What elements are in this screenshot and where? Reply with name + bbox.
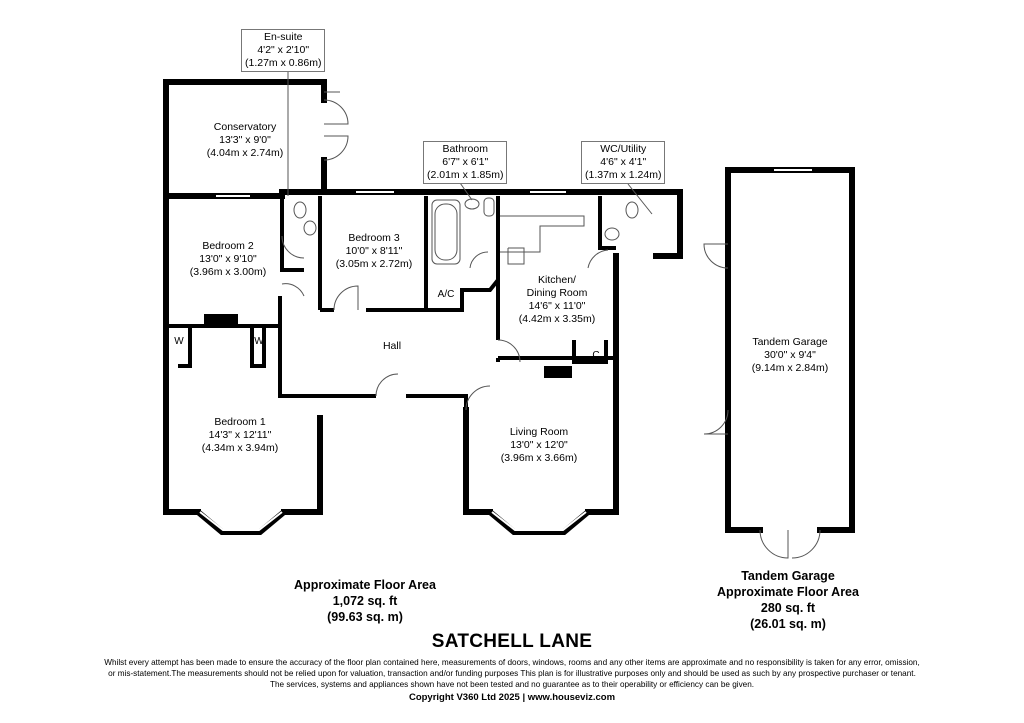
bedroom3-imperial: 10'0" x 8'11"	[345, 245, 403, 257]
cupboard-label: C	[592, 350, 600, 361]
bedroom2-name: Bedroom 2	[202, 240, 254, 252]
garage-label: Tandem Garage 30'0" x 9'4" (9.14m x 2.84…	[738, 336, 842, 375]
bedroom3-name: Bedroom 3	[348, 232, 400, 244]
wc-utility-metric: (1.37m x 1.24m)	[585, 169, 662, 181]
kitchen-label: Kitchen/ Dining Room 14'6" x 11'0" (4.42…	[504, 274, 610, 326]
bedroom2-label: Bedroom 2 13'0" x 9'10" (3.96m x 3.00m)	[180, 240, 276, 279]
garage-area-title: Tandem Garage	[741, 569, 835, 583]
hall-name: Hall	[382, 340, 402, 352]
wardrobe-right-label: W	[254, 336, 264, 347]
bay-window-glazing	[199, 169, 812, 531]
garage-area-summary: Tandem Garage Approximate Floor Area 280…	[686, 568, 890, 632]
chimney-breast-bedroom1	[204, 314, 238, 326]
disclaimer-text: Whilst every attempt has been made to en…	[40, 657, 984, 690]
bathroom-label: Bathroom 6'7" x 6'1" (2.01m x 1.85m)	[423, 141, 508, 184]
living-room-imperial: 13'0" x 12'0"	[510, 439, 568, 451]
bathroom-name: Bathroom	[442, 143, 488, 155]
floor-area-summary: Approximate Floor Area 1,072 sq. ft (99.…	[260, 577, 470, 625]
conservatory-metric: (4.04m x 2.74m)	[206, 147, 284, 159]
disclaimer-line3: The services, systems and appliances sho…	[269, 680, 755, 689]
disclaimer-line2: or mis-statement.The measurements should…	[108, 669, 916, 678]
bathroom-imperial: 6'7" x 6'1"	[442, 156, 489, 168]
living-room-metric: (3.96m x 3.66m)	[500, 452, 578, 464]
hall-label: Hall	[372, 340, 412, 353]
garage-metric: (9.14m x 2.84m)	[751, 362, 829, 374]
bedroom1-name: Bedroom 1	[214, 416, 266, 428]
bedroom2-metric: (3.96m x 3.00m)	[189, 266, 267, 278]
exterior-walls	[163, 79, 855, 533]
garage-imperial: 30'0" x 9'4"	[764, 349, 816, 361]
kitchen-imperial: 14'6" x 11'0"	[528, 300, 586, 312]
garage-area-subtitle: Approximate Floor Area	[717, 585, 859, 599]
sanitaryware	[293, 197, 639, 265]
conservatory-name: Conservatory	[213, 121, 277, 133]
kitchen-name-line2: Dining Room	[526, 287, 588, 299]
living-room-label: Living Room 13'0" x 12'0" (3.96m x 3.66m…	[486, 426, 592, 465]
wc-utility-name: WC/Utility	[600, 143, 647, 155]
ac-cupboard-label: A/C	[437, 289, 455, 300]
living-room-name: Living Room	[509, 426, 569, 438]
door-swings	[281, 99, 821, 559]
ensuite-name: En-suite	[263, 31, 303, 43]
property-address: SATCHELL LANE	[431, 631, 593, 652]
kitchen-worktop	[500, 215, 585, 253]
ensuite-metric: (1.27m x 0.86m)	[245, 57, 322, 69]
kitchen-metric: (4.42m x 3.35m)	[518, 313, 596, 325]
interior-walls	[166, 196, 616, 410]
bedroom2-imperial: 13'0" x 9'10"	[199, 253, 257, 265]
garage-area-sqft: 280 sq. ft	[760, 601, 816, 615]
chimney-breast-living	[544, 366, 572, 378]
floor-area-sqft: 1,072 sq. ft	[332, 594, 398, 608]
bedroom3-label: Bedroom 3 10'0" x 8'11" (3.05m x 2.72m)	[326, 232, 422, 271]
bedroom1-label: Bedroom 1 14'3" x 12'11" (4.34m x 3.94m)	[190, 416, 290, 455]
wc-utility-imperial: 4'6" x 4'1"	[600, 156, 647, 168]
conservatory-imperial: 13'3" x 9'0"	[219, 134, 271, 146]
bay-windows	[196, 509, 590, 535]
wardrobe-left-label: W	[174, 336, 184, 347]
bedroom3-metric: (3.05m x 2.72m)	[335, 258, 413, 270]
bathroom-metric: (2.01m x 1.85m)	[427, 169, 504, 181]
garage-area-sqm: (26.01 sq. m)	[750, 617, 826, 631]
garage-name: Tandem Garage	[752, 336, 828, 348]
bedroom1-metric: (4.34m x 3.94m)	[201, 442, 279, 454]
floor-area-sqm: (99.63 sq. m)	[327, 610, 403, 624]
copyright-notice: Copyright V360 Ltd 2025 | www.houseviz.c…	[408, 692, 616, 703]
disclaimer-line1: Whilst every attempt has been made to en…	[104, 658, 920, 667]
wc-utility-label: WC/Utility 4'6" x 4'1" (1.37m x 1.24m)	[581, 141, 666, 184]
bedroom1-imperial: 14'3" x 12'11"	[208, 429, 272, 441]
ensuite-imperial: 4'2" x 2'10"	[257, 44, 310, 56]
floor-area-title: Approximate Floor Area	[294, 578, 436, 592]
ensuite-label: En-suite 4'2" x 2'10" (1.27m x 0.86m)	[241, 29, 326, 72]
kitchen-name-line1: Kitchen/	[538, 274, 576, 286]
conservatory-label: Conservatory 13'3" x 9'0" (4.04m x 2.74m…	[196, 121, 294, 160]
